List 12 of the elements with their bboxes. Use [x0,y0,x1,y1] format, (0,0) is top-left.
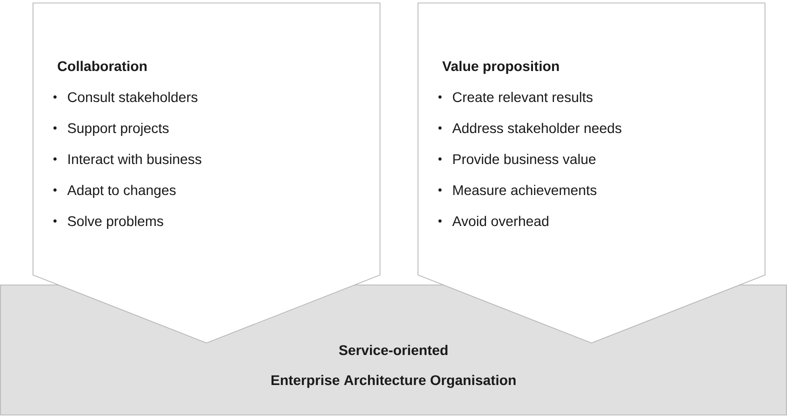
node-label: Adapt to changes [67,184,176,198]
node-label: Value proposition [442,60,559,74]
node-label: Address stakeholder needs [452,122,622,134]
node-label: Consult stakeholders [68,92,198,102]
node-label: Measure achievements [453,184,596,196]
node-label: Interact with business [68,154,202,164]
node-label: Provide business value [453,154,596,164]
node-label: Support projects [68,122,169,136]
node-label: Avoid overhead [452,216,548,226]
node-label: Solve problems [68,216,164,229]
node-label: Collaboration [58,60,147,72]
node-label: Create relevant results [452,92,593,102]
